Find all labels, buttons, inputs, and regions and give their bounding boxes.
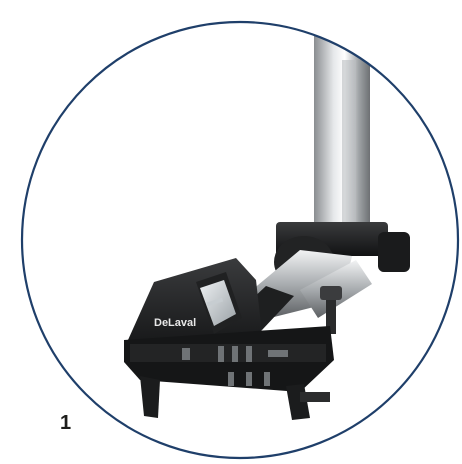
product-photo: DeLaval: [124, 22, 410, 420]
brand-logo: DeLaval: [154, 317, 196, 329]
frame-circle: [20, 20, 460, 460]
figure-number: 1: [60, 412, 72, 434]
